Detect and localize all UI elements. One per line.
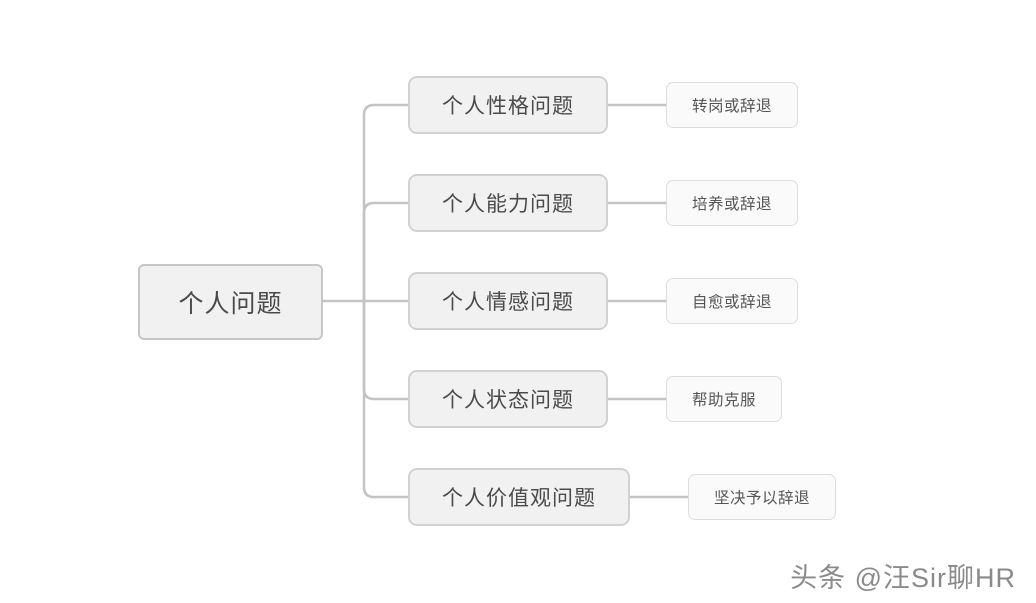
branch-node-3[interactable]: 个人情感问题 bbox=[408, 272, 608, 330]
leaf-node-3[interactable]: 自愈或辞退 bbox=[666, 278, 799, 324]
root-node[interactable]: 个人问题 bbox=[138, 264, 323, 340]
leaf-node-5[interactable]: 坚决予以辞退 bbox=[688, 474, 837, 520]
branch-node-4[interactable]: 个人状态问题 bbox=[408, 370, 608, 428]
toutiao-watermark: 头条 @汪Sir聊HR bbox=[790, 563, 1016, 593]
branch-node-5[interactable]: 个人价值观问题 bbox=[408, 468, 630, 526]
leaf-node-1[interactable]: 转岗或辞退 bbox=[666, 82, 799, 128]
leaf-node-4[interactable]: 帮助克服 bbox=[666, 376, 783, 422]
branch-node-1[interactable]: 个人性格问题 bbox=[408, 76, 608, 134]
branch-node-2[interactable]: 个人能力问题 bbox=[408, 174, 608, 232]
leaf-node-2[interactable]: 培养或辞退 bbox=[666, 180, 799, 226]
